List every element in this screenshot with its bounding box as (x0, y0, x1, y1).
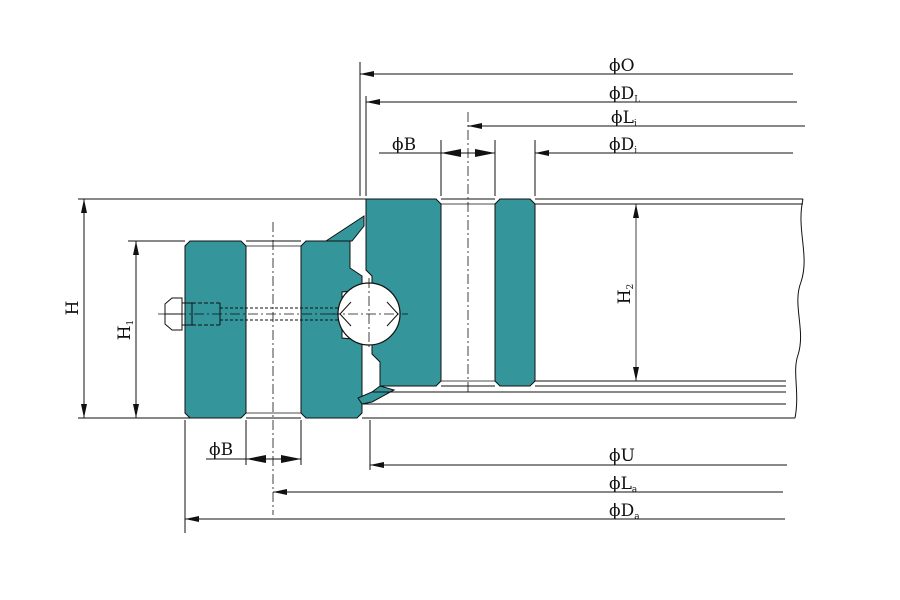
rolling-ball (330, 278, 408, 350)
label-phi-la: ϕLa (609, 474, 638, 495)
outer-ring-left-block (184, 240, 247, 419)
label-h1: H1 (115, 320, 136, 341)
label-phi-di: ϕDi (609, 135, 637, 156)
grease-nipple (158, 297, 340, 331)
label-h2: H2 (615, 284, 636, 305)
inner-ring-bottom-seal (357, 385, 396, 405)
label-h: H (63, 301, 83, 316)
extension-lines (78, 62, 536, 533)
centerlines (272, 112, 469, 515)
outer-ring (184, 215, 365, 419)
outer-ring-top-seal (324, 215, 365, 242)
label-phi-b-bottom: ϕB (209, 440, 233, 460)
dimension-lines (81, 71, 805, 522)
label-phi-da: ϕDa (609, 501, 640, 522)
inner-ring-right-block (494, 198, 536, 387)
dimension-labels: ϕO ϕDL ϕLi ϕB ϕDi H H1 H2 ϕB ϕU ϕLa (63, 56, 640, 522)
label-phi-o: ϕO (609, 56, 635, 76)
label-phi-u: ϕU (609, 446, 635, 466)
label-phi-dl: ϕDL (609, 84, 640, 105)
label-phi-li: ϕLi (611, 108, 637, 129)
gear-teeth-outline (362, 198, 805, 419)
label-phi-b-top: ϕB (392, 135, 416, 155)
